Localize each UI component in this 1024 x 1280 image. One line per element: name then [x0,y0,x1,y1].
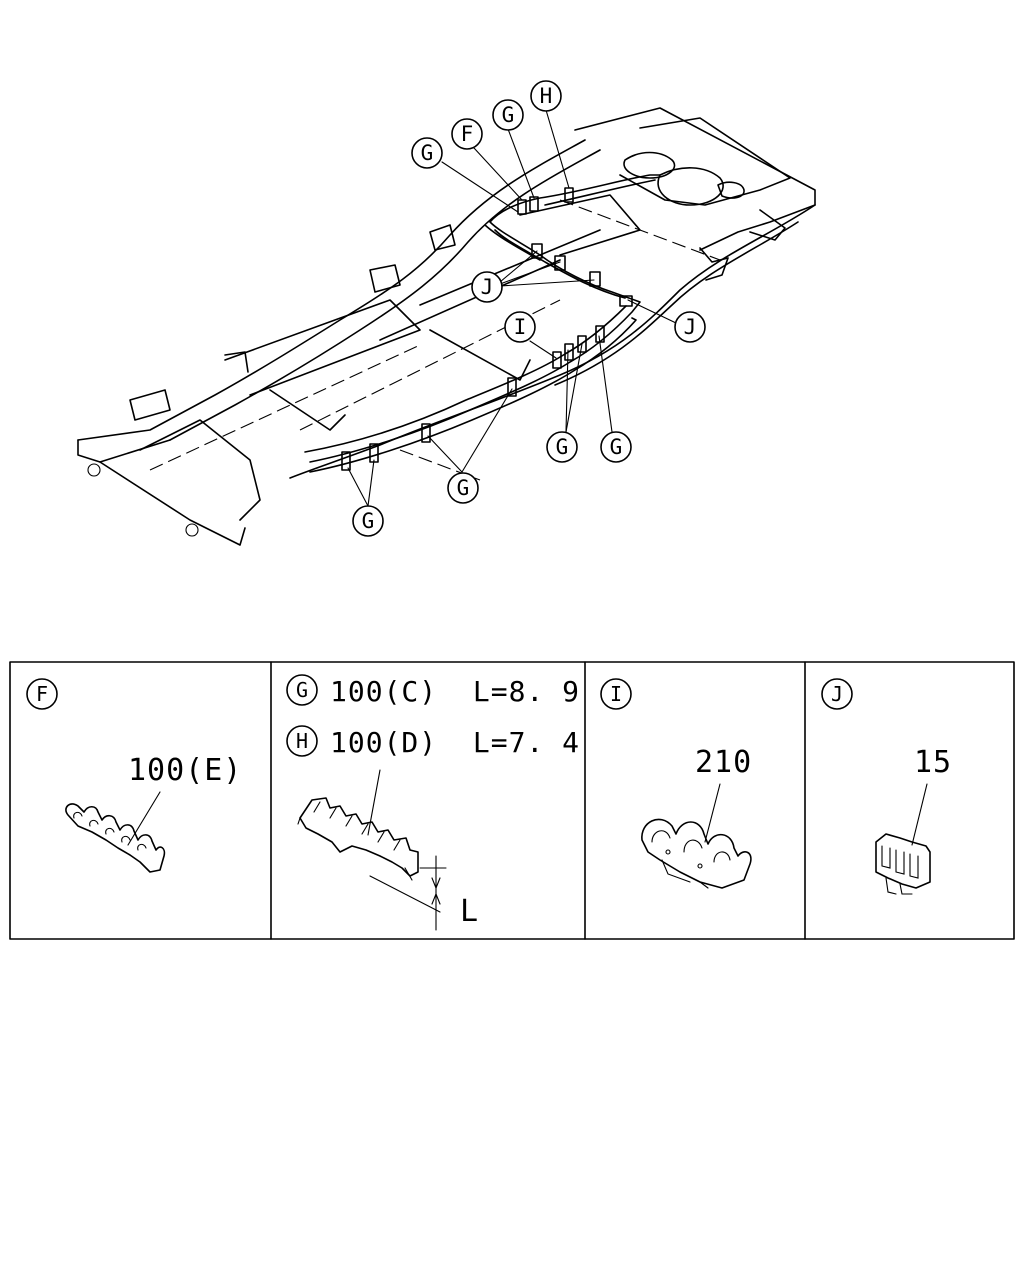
callout-g-bottom-middle: G [447,472,479,504]
panel-j-part-number: 15 [914,745,952,780]
svg-text:G: G [362,509,375,533]
callout-h: H [530,80,562,112]
clip-100c-illustration [297,797,419,881]
clip-100e-illustration [65,803,166,873]
clip-15-illustration [875,833,931,895]
svg-text:G: G [556,435,569,459]
dimension-l: L [369,855,479,931]
svg-text:F: F [461,122,474,146]
svg-text:G: G [457,476,470,500]
panel-g-letter: G [296,678,308,702]
panel-h-letter: H [296,729,308,753]
svg-text:G: G [610,435,623,459]
callout-g-bottom-left: G [352,505,384,537]
panel-f: F 100(E) [26,678,242,873]
svg-text:J: J [481,275,494,299]
detail-panels: F 100(E) G 100(C) L=8. 9 H 100(D) L=7. 4 [9,661,1015,940]
panel-i-letter: I [610,682,622,706]
callout-leaders [347,109,677,507]
dimension-label: L [460,894,479,929]
panel-f-letter: F [36,682,48,706]
callout-g-lower-right: G [600,431,632,463]
svg-text:G: G [421,141,434,165]
svg-text:I: I [514,315,527,339]
callout-j-right: J [674,311,706,343]
clip-210-illustration [641,818,752,889]
callout-f: F [451,118,483,150]
panel-j-letter: J [831,682,843,706]
callout-g-lower-middle: G [546,431,578,463]
panel-g-spec: 100(C) L=8. 9 [330,675,580,708]
callout-g-top: G [492,99,524,131]
panel-j: J 15 [821,678,952,895]
panel-i: I 210 [600,678,752,889]
callout-j-middle: J [471,271,503,303]
panel-h-spec: 100(D) L=7. 4 [330,726,580,759]
svg-text:G: G [502,103,515,127]
callout-bubbles: H G F G J J I G [352,80,706,537]
svg-text:J: J [684,315,697,339]
svg-text:H: H [540,84,553,108]
pipe-routing [304,174,661,473]
panel-g-h: G 100(C) L=8. 9 H 100(D) L=7. 4 L [286,674,580,931]
callout-i: I [504,311,536,343]
panel-i-part-number: 210 [695,745,752,780]
callout-g-left: G [411,137,443,169]
panel-f-part-number: 100(E) [128,753,242,788]
